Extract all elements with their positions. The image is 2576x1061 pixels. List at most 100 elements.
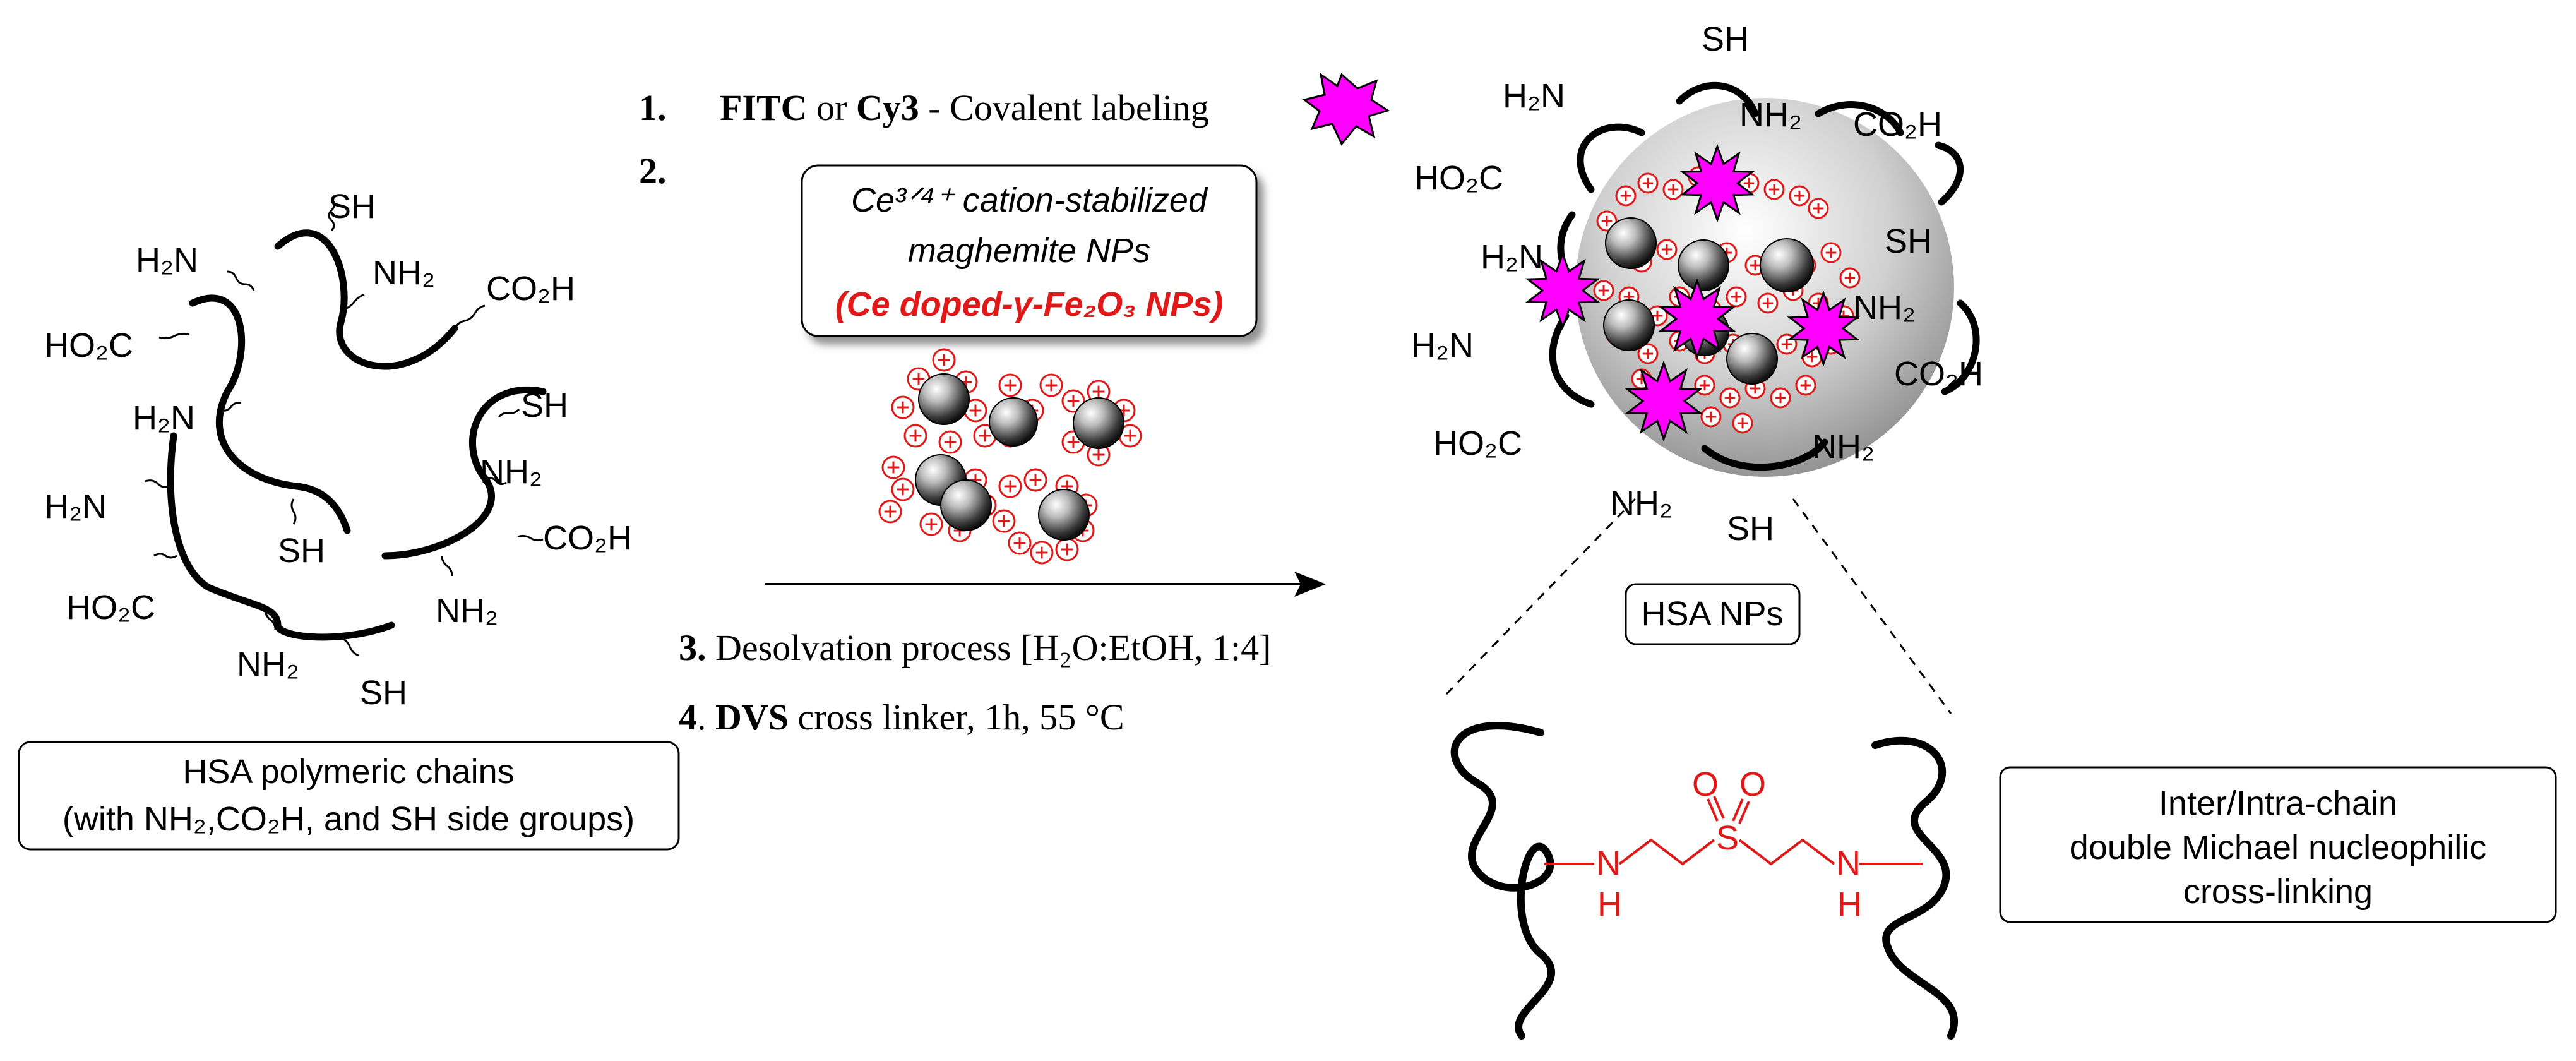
cation-charge-icon bbox=[878, 500, 902, 524]
step3-number: 3. bbox=[679, 627, 707, 668]
cy3-label: Cy3 bbox=[856, 87, 919, 128]
cation-charge-icon bbox=[1055, 537, 1079, 561]
cation-charge-icon bbox=[1061, 389, 1085, 413]
side-chain-linker bbox=[517, 534, 544, 542]
label-h2n: H₂N bbox=[133, 399, 195, 437]
dvs-label: DVS bbox=[715, 697, 789, 738]
polymer-chain bbox=[274, 229, 458, 370]
step3-desolvation: Desolvation process [H₂O:EtOH, 1:4] bbox=[707, 627, 1272, 668]
fluorescent-dye-star-icon bbox=[1658, 278, 1736, 360]
step4-text: 4. DVS cross linker, 1h, 55 °C bbox=[679, 697, 1124, 738]
chains-caption-line1: HSA polymeric chains bbox=[182, 753, 514, 791]
polymer-chain bbox=[1935, 141, 1964, 206]
label-ho2c: HO₂C bbox=[1433, 424, 1522, 462]
sulfonyl-double-bond bbox=[1707, 796, 1725, 822]
fluorescent-dye-star-icon bbox=[1302, 72, 1390, 146]
crosslink-o-left: O bbox=[1692, 765, 1719, 803]
side-chain-linker bbox=[227, 270, 255, 291]
cation-charge-icon bbox=[891, 395, 915, 419]
cation-charge-icon bbox=[1719, 387, 1741, 409]
fluorescent-dye-star-icon bbox=[1679, 143, 1755, 223]
cation-charge-icon bbox=[1030, 541, 1054, 565]
label-nh2: NH₂ bbox=[1610, 484, 1673, 522]
side-chain-linker bbox=[264, 609, 277, 630]
zoom-guide-left bbox=[1445, 498, 1637, 696]
cation-charge-icon bbox=[1763, 179, 1785, 200]
hsa-polymeric-chains-structure: SH H₂N NH₂ CO₂H HO₂C SH H₂N NH₂ H₂N SH C… bbox=[18, 188, 680, 851]
maghemite-nanoparticle bbox=[1726, 333, 1778, 385]
side-chain-linker bbox=[498, 408, 520, 418]
side-chain-linker bbox=[158, 332, 190, 340]
side-chain-linker bbox=[153, 553, 177, 559]
fluorescent-dye-star-icon bbox=[1787, 290, 1860, 367]
hsa-nps-label: HSA NPs bbox=[1641, 595, 1783, 633]
cation-charge-icon bbox=[992, 509, 1016, 533]
side-chain-linker bbox=[340, 637, 359, 657]
side-chain-linker bbox=[453, 304, 486, 329]
maghemite-nanoparticle bbox=[1605, 217, 1657, 269]
cation-charge-icon bbox=[1732, 412, 1753, 434]
label-sh: SH bbox=[1727, 510, 1774, 548]
cation-charge-icon bbox=[1694, 375, 1715, 396]
maghemite-nanoparticle bbox=[1603, 299, 1655, 351]
step2-number: 2. bbox=[639, 150, 667, 191]
cation-charge-icon bbox=[1700, 406, 1722, 428]
crosslink-bond bbox=[1618, 838, 1715, 866]
polymer-chain bbox=[189, 294, 351, 534]
cation-charge-icon bbox=[1795, 375, 1816, 396]
sulfonyl-double-bond bbox=[1732, 798, 1750, 824]
cation-charge-icon bbox=[891, 477, 915, 501]
polymer-chain bbox=[1941, 299, 1980, 395]
label-co2h: CO₂H bbox=[486, 270, 575, 308]
cation-charge-icon bbox=[932, 348, 956, 372]
cation-charge-icon bbox=[1808, 198, 1829, 219]
step4-conditions: cross linker, 1h, 55 °C bbox=[789, 697, 1124, 738]
label-h2n: H₂N bbox=[1481, 238, 1543, 276]
cation-charge-icon bbox=[1789, 185, 1810, 207]
label-ho2c: HO₂C bbox=[1414, 159, 1503, 197]
polymer-chain bbox=[1701, 438, 1828, 471]
side-chain-linker bbox=[441, 555, 453, 577]
or-label: or bbox=[808, 87, 856, 128]
label-h2n: H₂N bbox=[136, 241, 198, 279]
covalent-labeling-label: - Covalent labeling bbox=[919, 87, 1209, 128]
reagent-line3: (Ce doped-γ-Fe₂O₃ NPs) bbox=[835, 285, 1224, 323]
label-co2h: CO₂H bbox=[1894, 355, 1983, 393]
label-h2n: H₂N bbox=[1411, 327, 1474, 364]
side-chain-linker bbox=[220, 402, 242, 412]
crosslink-o-right: O bbox=[1739, 765, 1766, 803]
reagent-line2: maghemite NPs bbox=[908, 232, 1150, 270]
hsa-nanoparticle-product: SH H₂N NH₂ CO₂H HO₂C SH H₂N NH₂ H₂N CO₂H… bbox=[1411, 20, 2557, 1040]
step4-dot: . bbox=[697, 697, 715, 738]
polymer-chain bbox=[1676, 81, 1759, 117]
cation-charge-icon bbox=[1656, 239, 1678, 260]
step4-number: 4 bbox=[679, 697, 697, 738]
cation-charge-icon bbox=[1637, 172, 1659, 194]
polymer-chain bbox=[1577, 123, 1645, 193]
label-h2n: H₂N bbox=[1503, 77, 1565, 115]
cation-charge-icon bbox=[1726, 286, 1747, 308]
label-sh: SH bbox=[1702, 20, 1749, 58]
hsa-nps-label-box bbox=[1625, 583, 1801, 645]
crosslink-s: S bbox=[1716, 819, 1739, 857]
cation-charge-icon bbox=[998, 474, 1022, 498]
polymer-chain bbox=[1549, 312, 1595, 408]
cation-charge-icon bbox=[919, 512, 943, 536]
maghemite-nanoparticle bbox=[1678, 239, 1729, 291]
crosslink-h-right: H bbox=[1837, 885, 1862, 923]
label-nh2: NH₂ bbox=[1739, 96, 1802, 134]
polymer-chain bbox=[167, 432, 395, 641]
zoom-guide-right bbox=[1792, 498, 1952, 714]
step1-text: FITC or Cy3 - Covalent labeling bbox=[720, 87, 1209, 128]
cation-charge-icon bbox=[881, 455, 905, 479]
reaction-arrowhead bbox=[1294, 572, 1326, 597]
label-nh2: NH₂ bbox=[237, 645, 299, 683]
side-chain-linker bbox=[145, 479, 171, 488]
side-chain-linker bbox=[343, 293, 365, 311]
cation-charge-icon bbox=[1839, 267, 1861, 289]
crosslink-h-left: H bbox=[1597, 885, 1622, 923]
label-ho2c: HO₂C bbox=[44, 327, 133, 364]
label-nh2: NH₂ bbox=[1853, 289, 1916, 327]
crosslink-n-left: N bbox=[1596, 844, 1621, 882]
fluorescent-dye-star-icon bbox=[1525, 251, 1601, 330]
